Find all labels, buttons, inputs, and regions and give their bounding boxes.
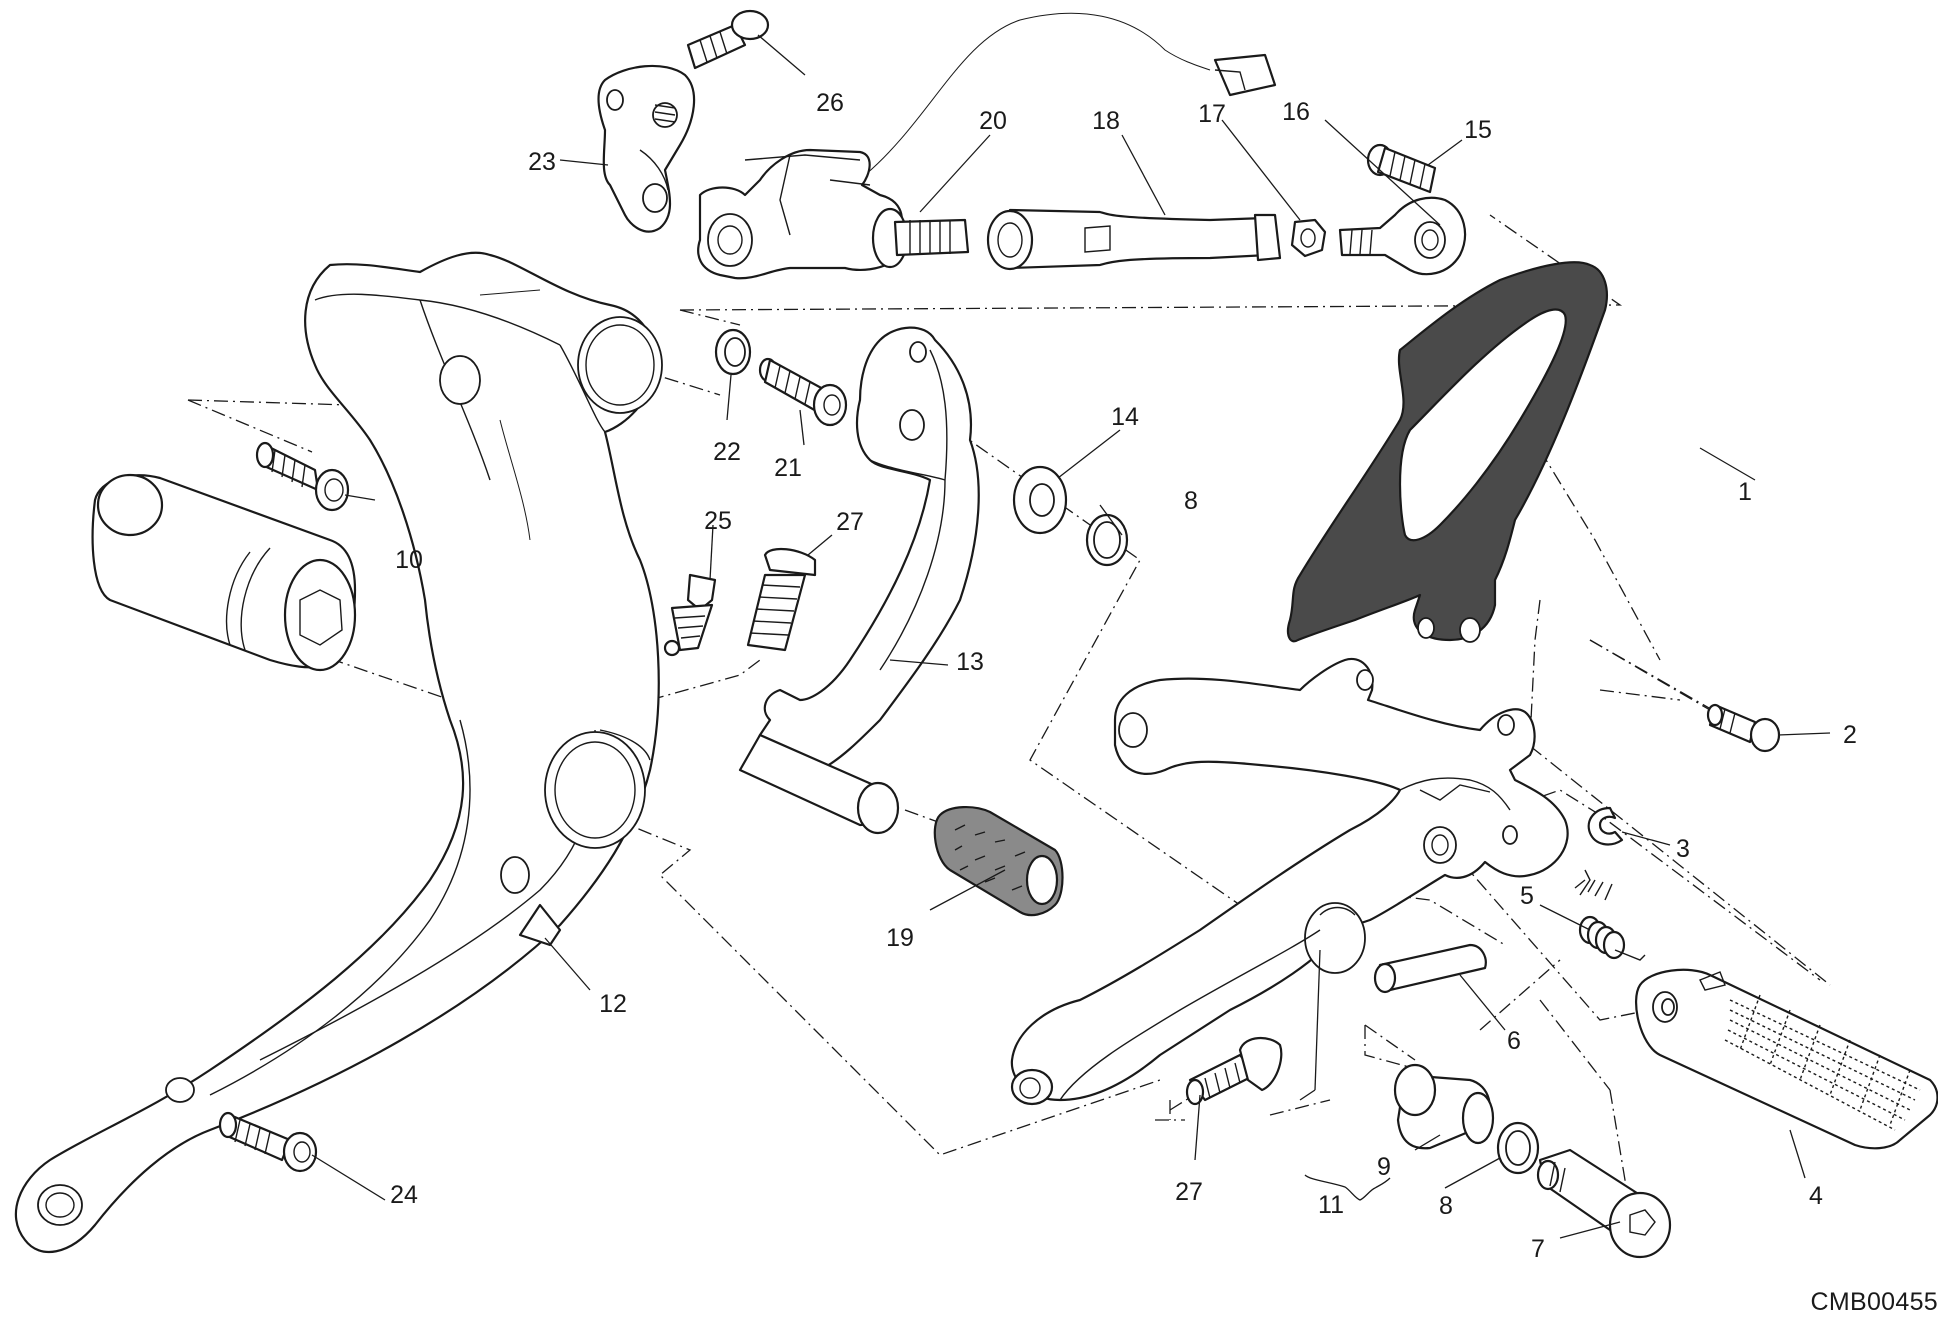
callout-label: 23 — [528, 148, 556, 176]
callout-label: 12 — [599, 990, 627, 1018]
callout-label: 21 — [774, 454, 802, 482]
callout-label: 16 — [1282, 98, 1310, 126]
callout-label: 27 — [836, 508, 864, 536]
callout-label: 22 — [713, 438, 741, 466]
bolt-part-25 — [663, 573, 717, 657]
callout-labels: 1 2 3 4 5 6 7 8 8 9 10 11 12 13 14 15 16… — [390, 89, 1857, 1263]
shift-arm-part-23 — [597, 64, 696, 233]
callout-label: 13 — [956, 648, 984, 676]
bolt-part-21 — [758, 357, 848, 427]
callout-label: 15 — [1464, 116, 1492, 144]
ring-part-8-upper — [1085, 513, 1129, 567]
callout-label: 25 — [704, 507, 732, 535]
callout-label: 19 — [886, 924, 914, 952]
nut-part-17 — [1290, 218, 1327, 258]
heel-guard-part-1 — [1286, 261, 1608, 643]
washer-part-14 — [1012, 465, 1068, 535]
callout-label: 20 — [979, 107, 1007, 135]
footpeg-bracket-part-11 — [1010, 657, 1569, 1106]
washer-part-22 — [714, 328, 752, 376]
callout-label: 11 — [1318, 1191, 1344, 1219]
bolt-part-10 — [255, 441, 350, 512]
callout-label: 27 — [1175, 1178, 1203, 1206]
rod-end-part-16 — [1338, 196, 1467, 276]
callout-label: 26 — [816, 89, 844, 117]
bracket-plate-part-12 — [14, 251, 663, 1254]
callout-label: 2 — [1843, 721, 1857, 749]
bolt-part-26 — [686, 9, 770, 70]
callout-label: 17 — [1198, 100, 1226, 128]
rubber-part-19 — [933, 806, 1064, 917]
bolt-part-15 — [1366, 143, 1437, 194]
bolt-part-27-upper — [746, 547, 817, 652]
shift-rod-part-18 — [986, 208, 1282, 271]
ring-part-8-lower — [1496, 1121, 1540, 1175]
callout-label: 24 — [390, 1181, 418, 1209]
leader-lines — [311, 34, 1831, 1239]
bolt-part-27-lower — [1185, 1037, 1283, 1106]
callout-label: 14 — [1111, 403, 1139, 431]
pin-part-6 — [1373, 943, 1487, 994]
callout-label: 1 — [1738, 478, 1752, 506]
callout-label: 8 — [1439, 1192, 1453, 1220]
callout-label: 4 — [1809, 1182, 1823, 1210]
callout-label: 5 — [1520, 882, 1534, 910]
shift-lever-part-13 — [738, 326, 980, 835]
callout-label: 9 — [1377, 1153, 1391, 1181]
pivot-bolt-part-7 — [1536, 1148, 1672, 1259]
bolt-part-24 — [218, 1111, 318, 1173]
spacer-part-9 — [1393, 1063, 1495, 1150]
clip-part-3 — [1587, 806, 1624, 846]
callout-label: 7 — [1531, 1235, 1545, 1263]
socket-tool — [91, 473, 357, 672]
bolt-part-2 — [1706, 703, 1781, 753]
drawing-code: CMB00455 — [1810, 1288, 1938, 1316]
callout-label: 6 — [1507, 1027, 1521, 1055]
spring-part-5 — [1574, 869, 1646, 961]
callout-label: 8 — [1184, 487, 1198, 515]
shift-sensor-part-20 — [697, 12, 1277, 280]
callout-label: 3 — [1676, 835, 1690, 863]
footpeg-part-4 — [1635, 968, 1938, 1150]
callout-label: 18 — [1092, 107, 1120, 135]
callout-label: 10 — [395, 546, 423, 574]
